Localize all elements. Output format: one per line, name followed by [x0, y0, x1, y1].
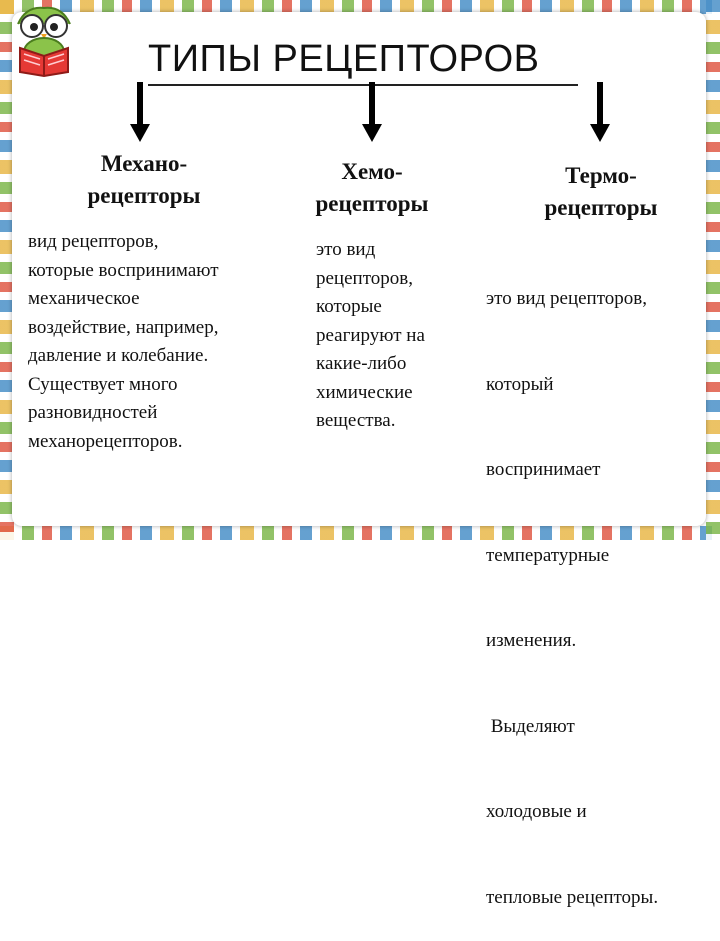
- text-line: вещества.: [316, 410, 396, 431]
- text-line: это вид рецепторов,: [486, 288, 647, 309]
- text-line: рецепторов,: [316, 267, 413, 289]
- mechanoreceptors-description: вид рецепторов, которые воспринимают мех…: [28, 228, 278, 456]
- text-line: какие-либо: [316, 353, 407, 374]
- decorative-border-right: [706, 0, 720, 540]
- page-title: ТИПЫ РЕЦЕПТОРОВ: [148, 34, 578, 86]
- text-line: холодовые и: [486, 801, 587, 822]
- text-line: воздействие, например,: [28, 316, 219, 338]
- heading-line: Хемо-: [341, 159, 403, 184]
- text-line: которые воспринимают: [28, 259, 219, 281]
- text-line: температурные: [486, 544, 610, 566]
- text-line: Выделяют: [486, 715, 575, 737]
- decorative-border-left: [0, 0, 14, 540]
- text-line: химические: [316, 381, 413, 403]
- arrow-chemo: [362, 82, 382, 142]
- chemoreceptors-heading: Хемо- рецепторы: [290, 156, 454, 220]
- heading-line: рецепторы: [544, 195, 658, 220]
- text-line: Существует много: [28, 373, 178, 395]
- chemoreceptors-description: это вид рецепторов, которые реагируют на…: [316, 236, 466, 436]
- decorative-border-top: [0, 0, 720, 14]
- thermoreceptors-heading: Термо- рецепторы: [516, 160, 686, 224]
- text-line: механорецепторов.: [28, 430, 183, 452]
- text-line: изменения.: [486, 630, 577, 651]
- slide-frame: [12, 12, 706, 526]
- heading-line: рецепторы: [87, 183, 201, 208]
- thermoreceptors-description: это вид рецепторов, который воспринимает…: [486, 228, 708, 941]
- text-line: вид рецепторов,: [28, 231, 159, 252]
- heading-line: Термо-: [565, 163, 637, 188]
- text-line: это вид: [316, 239, 376, 260]
- heading-line: рецепторы: [315, 191, 429, 216]
- text-line: разновидностей: [28, 402, 158, 423]
- heading-line: Механо-: [100, 151, 188, 176]
- text-line: воспринимает: [486, 459, 601, 480]
- text-line: реагируют на: [316, 324, 425, 346]
- owl-reading-book-icon: [17, 6, 71, 78]
- text-line: который: [486, 373, 554, 395]
- arrow-mechano: [130, 82, 150, 142]
- decorative-border-bottom: [0, 526, 720, 540]
- arrow-thermo: [590, 82, 610, 142]
- text-line: тепловые рецепторы.: [486, 886, 659, 908]
- mechanoreceptors-heading: Механо- рецепторы: [54, 148, 234, 212]
- text-line: которые: [316, 296, 382, 317]
- text-line: давление и колебание.: [28, 345, 209, 366]
- text-line: механическое: [28, 288, 140, 309]
